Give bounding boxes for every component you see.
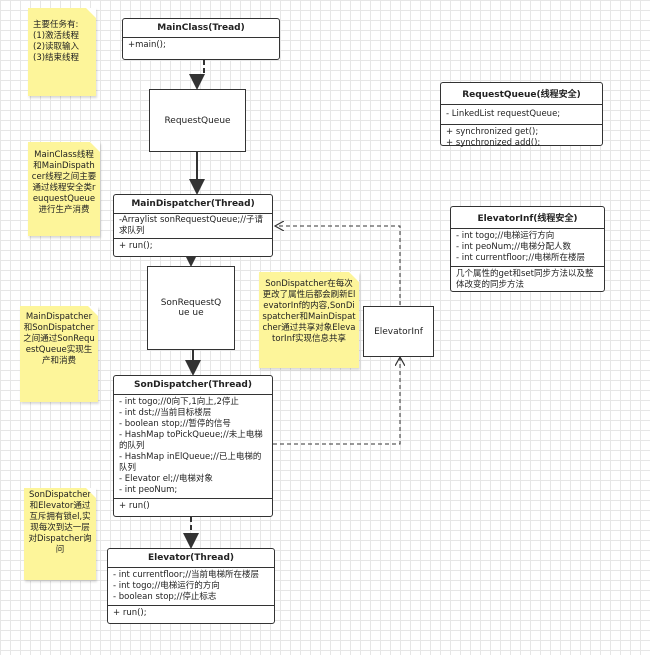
method-line: + run(); [113,608,147,618]
note-main-son: MainDispatcher和SonDispatcher之间通过SonReque… [20,306,98,402]
class-requestqueue-ts[interactable]: RequestQueue(线程安全) - LinkedList requestQ… [440,82,603,148]
class-elevatorinf-ts[interactable]: ElevatorInf(线程安全) - int togo;//电梯运行方向 - … [450,206,605,292]
object-requestqueue[interactable]: RequestQueue [149,89,246,152]
field-line: - int currentfloor;//电梯所在楼层 [456,253,586,263]
class-mainclass-methods: +main(); [123,38,279,53]
note-main-son-text: MainDispatcher和SonDispatcher之间通过SonReque… [23,312,95,366]
object-elevatorinf-label: ElevatorInf [374,326,423,337]
field-line: - int togo;//电梯运行方向 [456,231,555,241]
note-elevatorinf-share: SonDispatcher在每次更改了属性后都会刷新ElevatorInf的内容… [259,272,359,368]
field-line: - boolean stop;//暂停的信号 [119,419,231,429]
class-maindispatcher-fields: -Arraylist sonRequestQueue;//子请求队列 [114,214,272,239]
object-sonrequestqueue[interactable]: SonRequestQue ue [147,266,235,350]
field-line: - int peoNum; [119,485,178,495]
class-elevator-fields: - int currentfloor;//当前电梯所在楼层 - int togo… [108,568,274,606]
class-sondispatcher-fields: - int togo;//0向下,1向上,2停止 - int dst;//当前目… [114,395,272,499]
field-line: - int dst;//当前目标楼层 [119,408,212,418]
class-sondispatcher-title: SonDispatcher(Thread) [114,376,272,395]
class-maindispatcher-methods: + run(); [114,239,272,254]
object-requestqueue-label: RequestQueue [164,115,231,126]
method-line: +main(); [128,40,166,50]
object-sonrequestqueue-label: SonRequestQue ue [160,298,222,318]
note-son-elevator: SonDispatcher和Elevator通过互斥拥有锁el,实现每次到达一层… [24,488,96,580]
class-elevator-title: Elevator(Thread) [108,549,274,568]
class-maindispatcher-title: MainDispatcher(Thread) [114,195,272,214]
note-fold-icon [86,8,96,18]
link-sondispatcher-elevatorinf [273,357,400,445]
class-mainclass-title: MainClass(Tread) [123,19,279,38]
class-sondispatcher-methods: + run() [114,499,272,514]
field-line: - int togo;//电梯运行的方向 [113,581,220,591]
note-fold-icon [86,488,96,498]
note-main-sync-text: MainClass线程和MainDispathcer线程之间主要通过线程安全类r… [31,150,97,215]
class-requestqueue-ts-fields: - LinkedList requestQueue; [441,105,602,125]
object-elevatorinf[interactable]: ElevatorInf [363,306,434,357]
field-line: - LinkedList requestQueue; [446,109,561,119]
field-line: - int togo;//0向下,1向上,2停止 [119,397,239,407]
field-line: - int currentfloor;//当前电梯所在楼层 [113,570,260,580]
note-fold-icon [88,306,98,316]
method-line: + synchronized get(); [446,127,539,137]
method-line: + synchronized add(); [446,138,541,148]
method-line: + run() [119,501,150,511]
field-line: - HashMap inElQueue;//已上电梯的队列 [119,452,262,473]
note-main-sync: MainClass线程和MainDispathcer线程之间主要通过线程安全类r… [28,142,100,236]
note-elevatorinf-share-text: SonDispatcher在每次更改了属性后都会刷新ElevatorInf的内容… [262,279,356,344]
method-line: 几个属性的get和set同步方法以及整体改变的同步方法 [456,269,594,290]
class-elevatorinf-ts-methods: 几个属性的get和set同步方法以及整体改变的同步方法 [451,267,604,293]
class-maindispatcher[interactable]: MainDispatcher(Thread) -Arraylist sonReq… [113,194,273,257]
note-tasks-line: (2)读取输入 [33,42,80,52]
class-requestqueue-ts-methods: + synchronized get(); + synchronized add… [441,125,602,151]
note-tasks-line: 主要任务有: [33,20,79,30]
field-line: - int peoNum;//电梯分配人数 [456,242,571,252]
class-requestqueue-ts-title: RequestQueue(线程安全) [441,83,602,105]
method-line: + run(); [119,241,153,251]
note-tasks-line: (3)结束线程 [33,53,80,63]
note-son-elevator-text: SonDispatcher和Elevator通过互斥拥有锁el,实现每次到达一层… [28,490,92,555]
note-fold-icon [349,272,359,282]
class-elevatorinf-ts-fields: - int togo;//电梯运行方向 - int peoNum;//电梯分配人… [451,229,604,267]
class-elevator[interactable]: Elevator(Thread) - int currentfloor;//当前… [107,548,275,624]
note-tasks: 主要任务有: (1)激活线程 (2)读取输入 (3)结束线程 [28,8,96,96]
field-line: - boolean stop;//停止标志 [113,592,217,602]
class-sondispatcher[interactable]: SonDispatcher(Thread) - int togo;//0向下,1… [113,375,273,517]
link-mainclass-requestqueue [189,60,205,90]
note-tasks-line: (1)激活线程 [33,31,80,41]
class-elevator-methods: + run(); [108,606,274,621]
field-line: - Elevator el;//电梯对象 [119,474,213,484]
link-elevatorinf-maindispatcher [275,226,401,305]
class-elevatorinf-ts-title: ElevatorInf(线程安全) [451,207,604,229]
field-line: - HashMap toPickQueue;//未上电梯的队列 [119,430,263,451]
class-mainclass[interactable]: MainClass(Tread) +main(); [122,18,280,60]
note-fold-icon [90,142,100,152]
field-line: -Arraylist sonRequestQueue;//子请求队列 [119,215,264,236]
